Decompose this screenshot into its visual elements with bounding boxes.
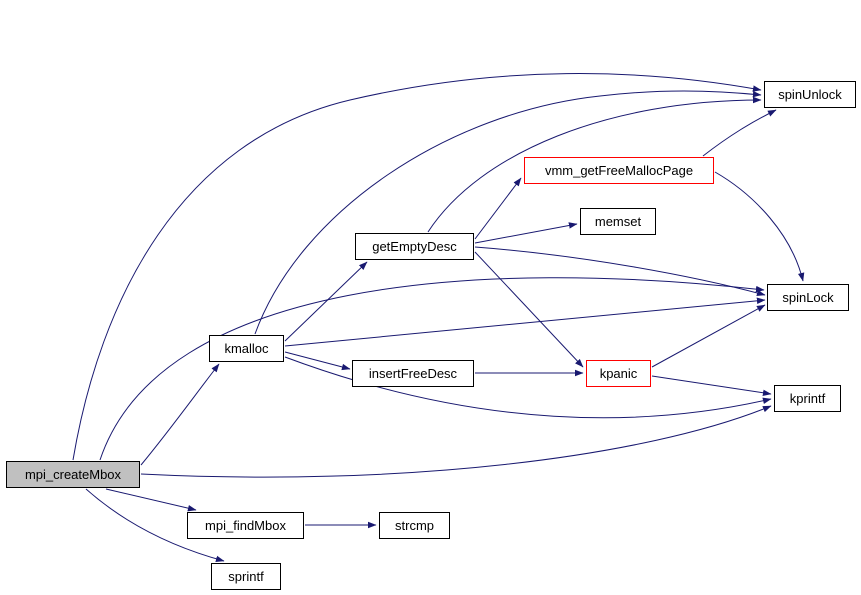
node-label: kpanic (599, 366, 638, 381)
node-spinLock[interactable]: spinLock (767, 284, 849, 311)
node-spinUnlock[interactable]: spinUnlock (764, 81, 856, 108)
edge-kmalloc-spinUnlock (254, 90, 762, 335)
node-getEmptyDesc[interactable]: getEmptyDesc (355, 233, 474, 260)
edge-kmalloc-insertFreeDesc (284, 351, 351, 371)
node-label: sprintf (228, 569, 264, 584)
edge-mpi_createMbox-mpi_findMbox (105, 488, 197, 512)
edge-getEmptyDesc-spinUnlock (427, 96, 762, 233)
edge-getEmptyDesc-spinLock (474, 246, 766, 297)
edge-group (72, 73, 805, 562)
edge-kmalloc-spinLock (284, 297, 766, 347)
edge-vmm_getFreeMallocPage-spinUnlock (702, 109, 777, 157)
edge-kpanic-spinLock (651, 304, 766, 368)
node-label: mpi_findMbox (205, 518, 286, 533)
edge-getEmptyDesc-vmm_getFreeMallocPage (474, 177, 522, 240)
edge-mpi_createMbox-sprintf (85, 488, 225, 562)
node-mpi_createMbox: mpi_createMbox (6, 461, 140, 488)
node-kprintf[interactable]: kprintf (774, 385, 841, 412)
node-label: insertFreeDesc (368, 366, 458, 381)
node-label: spinUnlock (778, 87, 842, 102)
edge-vmm_getFreeMallocPage-spinLock (714, 171, 805, 282)
edge-mpi_createMbox-kprintf (140, 405, 772, 478)
node-label: strcmp (395, 518, 434, 533)
node-vmm_getFreeMallocPage[interactable]: vmm_getFreeMallocPage (524, 157, 714, 184)
edge-mpi_createMbox-spinUnlock (72, 73, 762, 461)
edge-getEmptyDesc-memset (474, 222, 578, 244)
node-kmalloc[interactable]: kmalloc (209, 335, 284, 362)
node-memset[interactable]: memset (580, 208, 656, 235)
node-label: getEmptyDesc (372, 239, 457, 254)
node-label: kprintf (789, 391, 826, 406)
node-kpanic[interactable]: kpanic (586, 360, 651, 387)
edge-mpi_createMbox-spinLock (99, 277, 765, 461)
node-label: kmalloc (224, 341, 269, 356)
node-label: spinLock (782, 290, 834, 305)
edge-kmalloc-getEmptyDesc (284, 261, 368, 342)
node-label: mpi_createMbox (24, 467, 122, 482)
node-label: vmm_getFreeMallocPage (544, 163, 694, 178)
node-mpi_findMbox[interactable]: mpi_findMbox (187, 512, 304, 539)
edge-getEmptyDesc-kpanic (474, 251, 584, 368)
node-insertFreeDesc[interactable]: insertFreeDesc (352, 360, 474, 387)
edge-mpi_createMbox-kmalloc (140, 363, 220, 466)
edge-kpanic-kprintf (651, 375, 772, 396)
node-strcmp[interactable]: strcmp (379, 512, 450, 539)
node-label: memset (594, 214, 642, 229)
node-sprintf[interactable]: sprintf (211, 563, 281, 590)
